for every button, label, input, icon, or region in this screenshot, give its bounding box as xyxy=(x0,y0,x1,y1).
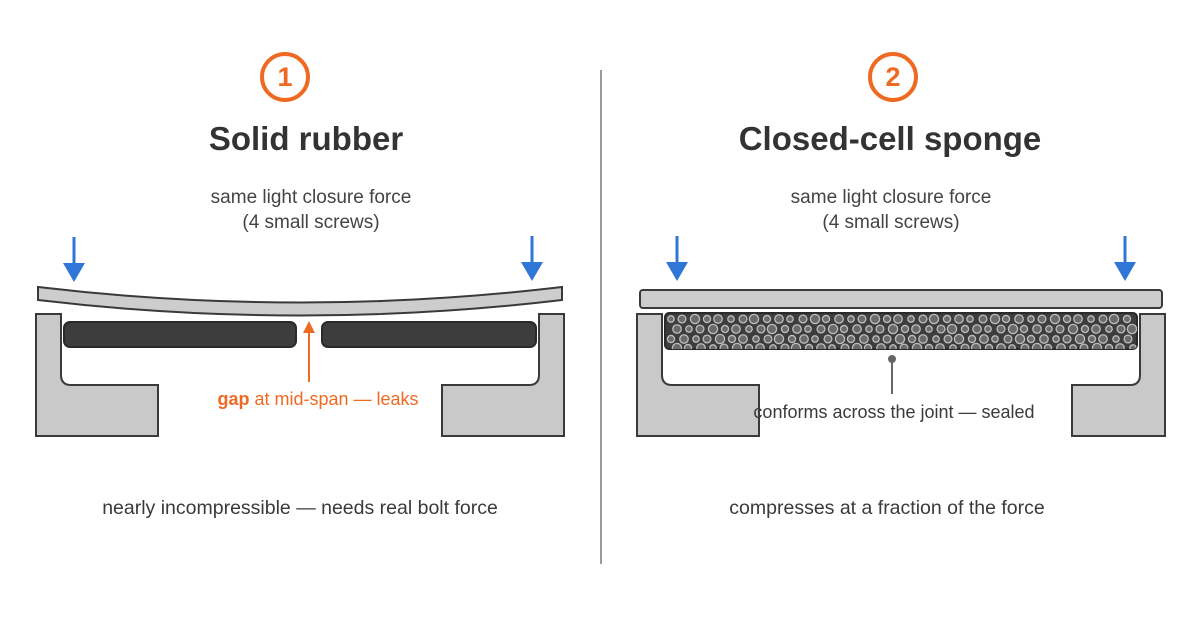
step-badge-2: 2 xyxy=(868,52,918,102)
down-arrow-icon xyxy=(1114,236,1136,281)
solid-rubber-panel: 1 Solid rubber same light closure force … xyxy=(35,52,565,519)
panel-title-solid-rubber: Solid rubber xyxy=(208,120,404,157)
gap-callout-highlight: gap xyxy=(217,389,250,409)
solid-gasket-left xyxy=(63,321,297,348)
housing-wall-right xyxy=(1071,313,1166,437)
panel-title-closed-cell-sponge: Closed-cell sponge xyxy=(738,120,1042,157)
caption-left: nearly incompressible — needs real bolt … xyxy=(102,497,498,519)
force-note-line2: (4 small screws) xyxy=(242,212,380,233)
force-note-line1: same light closure force xyxy=(210,187,412,208)
lid-flat xyxy=(639,289,1163,309)
seal-callout: conforms across the joint — sealed xyxy=(753,402,1035,422)
caption-right: compresses at a fraction of the force xyxy=(729,497,1045,519)
sponge-cells xyxy=(666,313,1137,349)
closed-cell-sponge-diagram xyxy=(636,236,1166,437)
gap-callout: gap at mid-span — leaks xyxy=(217,389,418,410)
solid-rubber-diagram xyxy=(35,236,565,437)
down-arrow-icon xyxy=(63,237,85,282)
gap-callout-text: at mid-span — leaks xyxy=(249,389,419,409)
force-note-right: same light closure force (4 small screws… xyxy=(791,185,992,235)
panel-divider xyxy=(600,70,602,564)
force-note-line1: same light closure force xyxy=(790,187,992,208)
down-arrow-icon xyxy=(521,236,543,281)
seal-pointer xyxy=(888,355,896,394)
force-note-line2: (4 small screws) xyxy=(822,212,960,233)
housing-wall-left xyxy=(636,313,760,437)
step-badge-1: 1 xyxy=(260,52,310,102)
up-arrow-icon xyxy=(303,321,315,382)
lid-bowed xyxy=(37,285,563,317)
housing-wall-left xyxy=(35,313,159,437)
force-note-left: same light closure force (4 small screws… xyxy=(211,185,412,235)
housing-wall-right xyxy=(441,313,565,437)
closed-cell-sponge-panel: 2 Closed-cell sponge same light closure … xyxy=(600,0,1200,630)
solid-gasket-right xyxy=(321,321,537,348)
down-arrow-icon xyxy=(666,236,688,281)
